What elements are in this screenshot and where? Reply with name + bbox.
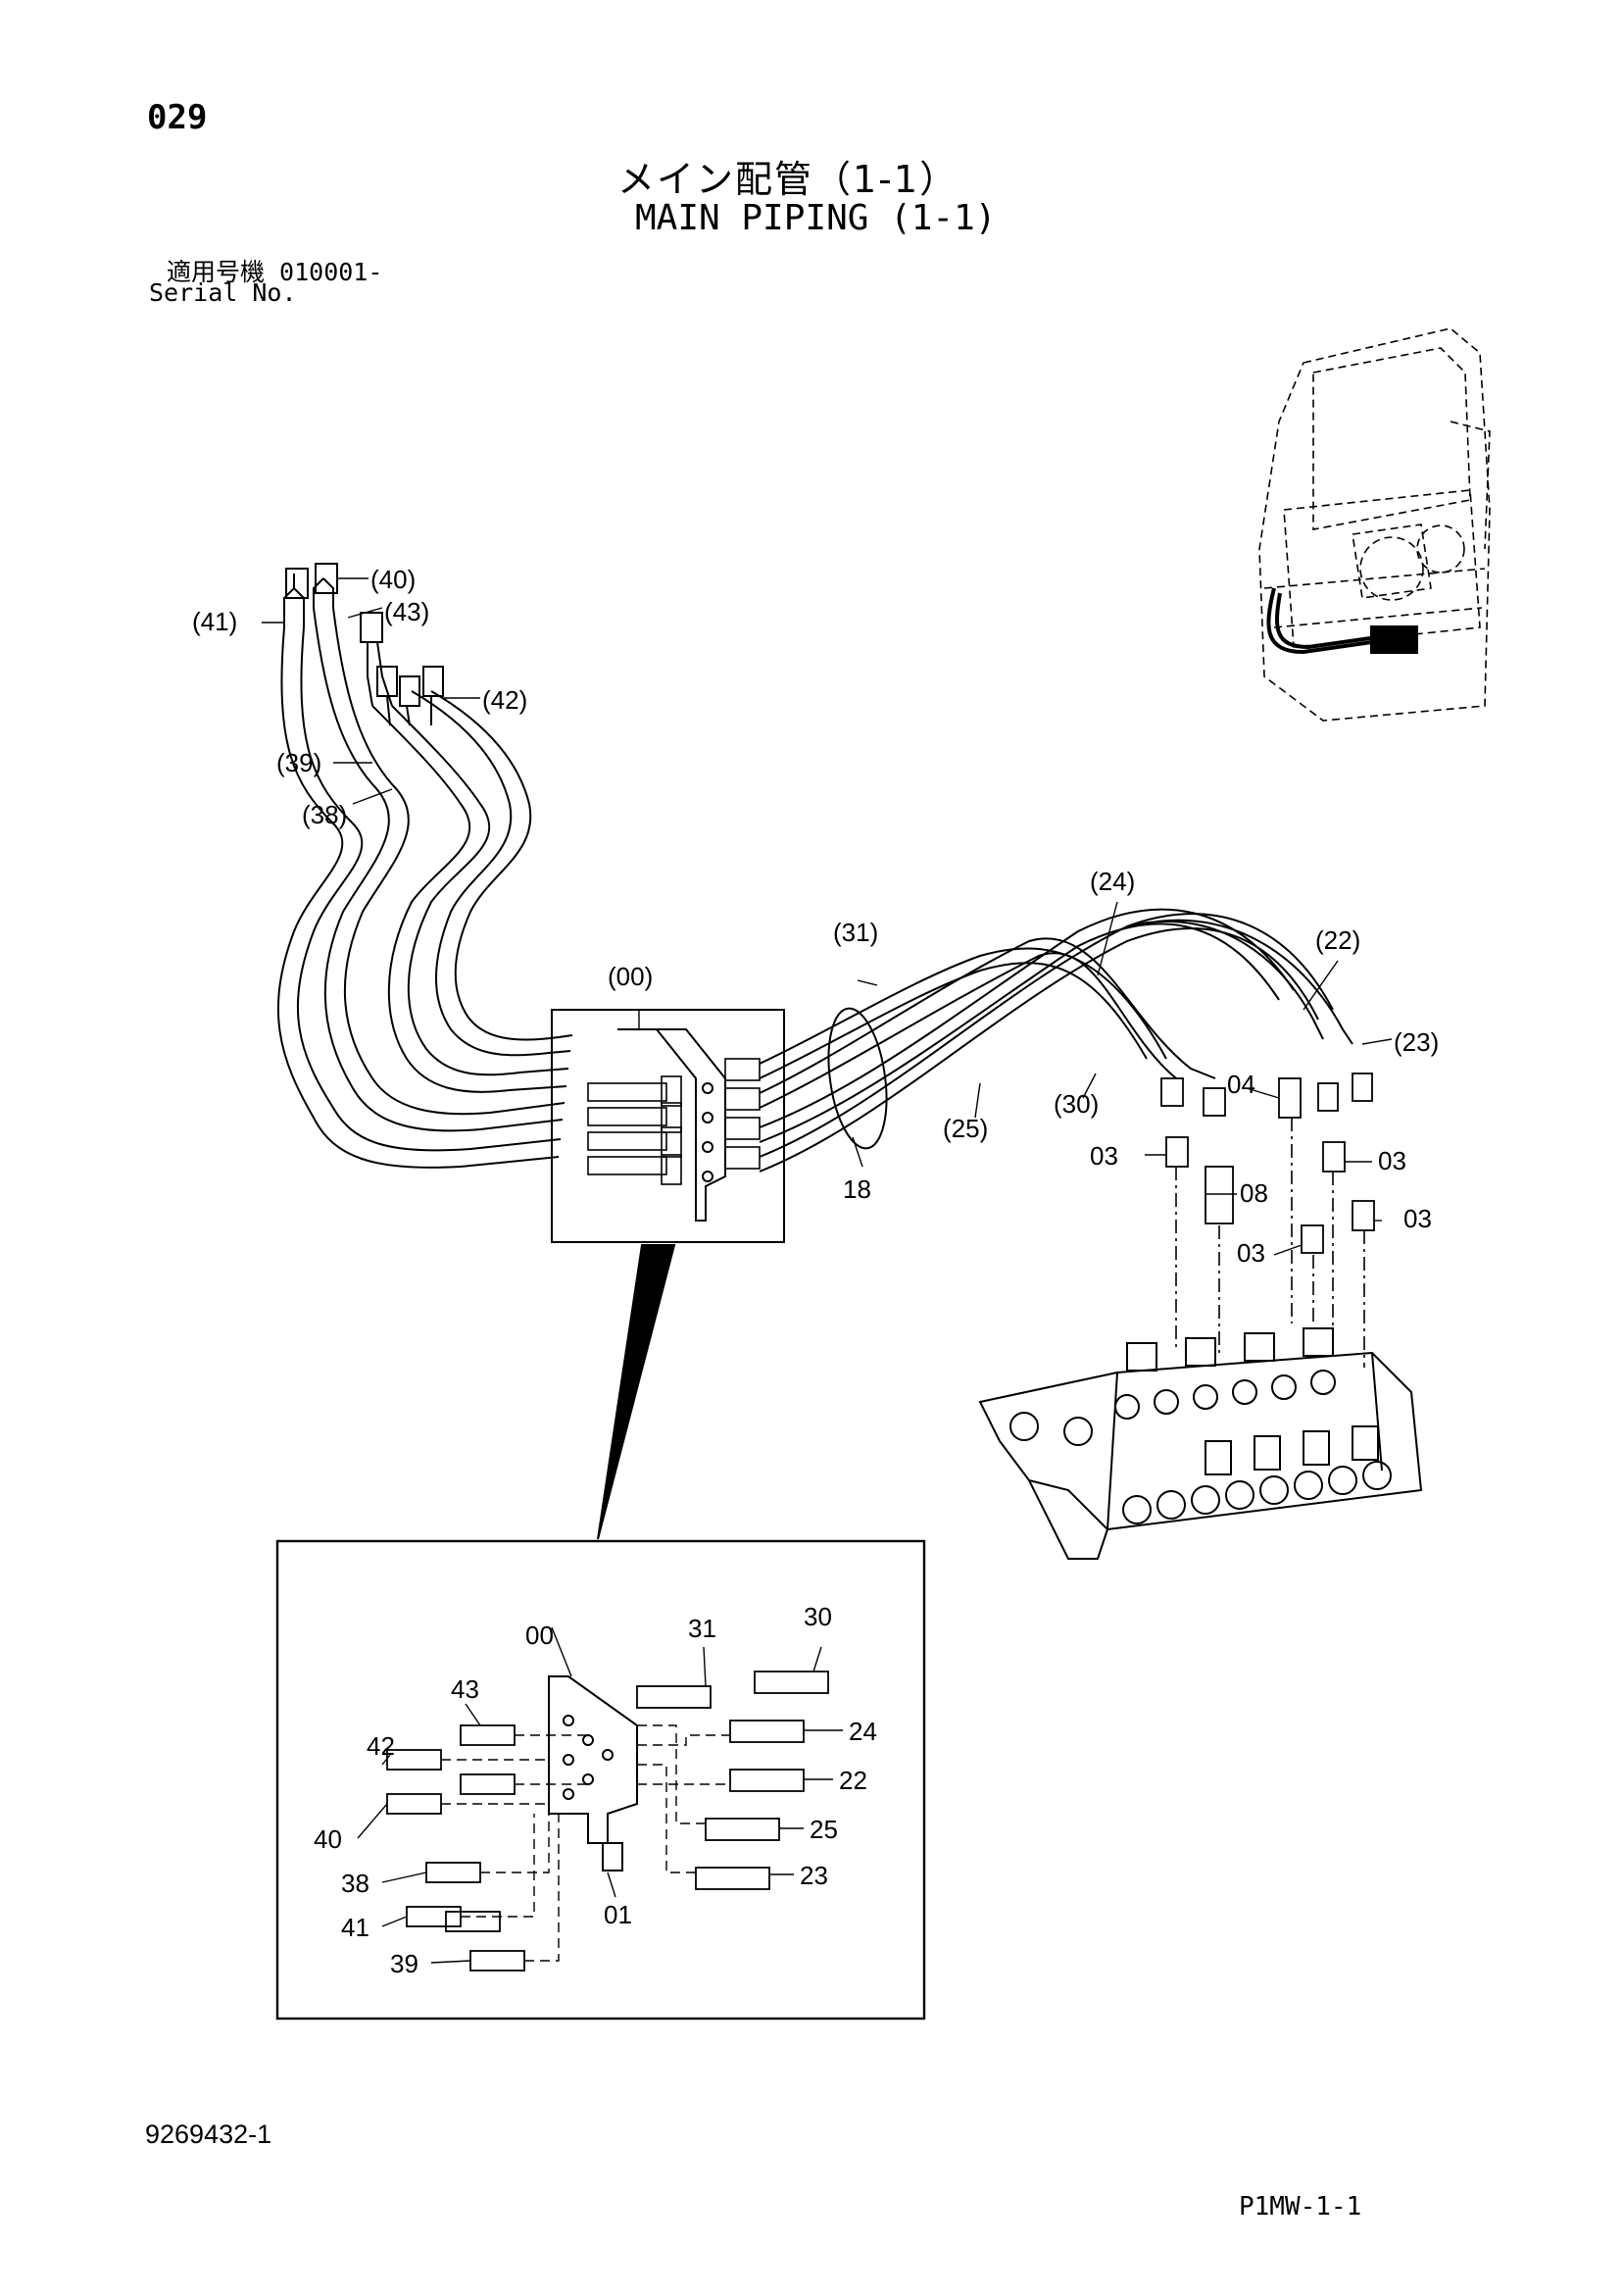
callout-38: (38) [302,800,347,829]
callout-03-c: 03 [1403,1204,1432,1233]
detail-label-40: 40 [314,1824,342,1854]
callout-labels: (40) (41) (43) (42) (39) (38) (00) (31) … [192,565,1439,1268]
callout-03-a: 03 [1090,1141,1118,1171]
detail-label-38: 38 [341,1869,369,1898]
callout-30: (30) [1054,1089,1099,1119]
detail-labels: 00 31 30 43 42 24 22 40 25 38 23 41 01 3… [314,1602,877,1978]
clamp-ring [827,1007,888,1150]
callout-31: (31) [833,918,878,947]
detail-label-22: 22 [839,1766,867,1795]
detail-dashed-guides [441,1724,730,1962]
detail-inset-box [275,1539,926,2021]
callout-18: 18 [843,1174,871,1204]
callout-03-b: 03 [1378,1146,1406,1175]
callout-41: (41) [192,607,237,636]
detail-bracket-plate [548,1675,638,1872]
hose-runs-right [759,908,1353,1173]
callout-42: (42) [482,685,527,715]
callout-22: (22) [1315,925,1360,955]
callout-08: 08 [1240,1178,1268,1208]
detail-label-39: 39 [390,1949,418,1978]
document-number: 9269432-1 [145,2120,272,2149]
machine-overview-thumbnail [1258,327,1491,722]
serial-label-english: Serial No. [149,278,297,307]
serial-label-japanese: 適用号機 010001- [167,258,383,286]
bracket-fittings-right [724,1058,761,1170]
callout-23: (23) [1394,1027,1439,1057]
bracket-fittings-left [587,1075,682,1185]
detail-label-31: 31 [688,1614,716,1643]
detail-label-42: 42 [367,1731,395,1761]
detail-label-25: 25 [810,1815,838,1844]
detail-label-30: 30 [804,1602,832,1631]
detail-pointer [597,1244,676,1540]
detail-label-43: 43 [451,1674,479,1704]
bracket-plate [617,1028,726,1222]
callout-25: (25) [943,1114,988,1143]
bracket-detail-region [551,1009,785,1243]
page-code: P1MW-1-1 [1239,2192,1362,2221]
page-number: 029 [147,98,208,137]
callout-00: (00) [608,962,653,991]
callout-43: (43) [384,597,429,626]
thumbnail-highlight-harness [1266,587,1418,655]
callout-40: (40) [370,565,416,594]
callout-24: (24) [1090,867,1135,896]
callout-03-d: 03 [1237,1238,1265,1268]
detail-label-24: 24 [849,1717,877,1746]
callout-04: 04 [1227,1070,1255,1099]
title-english: MAIN PIPING (1-1) [635,198,997,238]
alignment-lines [1175,1118,1365,1368]
valve-end-fittings [1160,1073,1375,1254]
leader-lines [262,577,1393,1964]
detail-label-00: 00 [525,1621,554,1650]
hose-end-fittings-top [283,563,444,726]
callout-39: (39) [276,748,321,777]
detail-label-23: 23 [800,1861,828,1890]
detail-label-01: 01 [604,1900,632,1929]
detail-label-41: 41 [341,1913,369,1942]
hose-bundle-left [277,607,573,1169]
title-japanese: メイン配管（1-1） [617,158,959,201]
control-valve [978,1327,1423,1560]
